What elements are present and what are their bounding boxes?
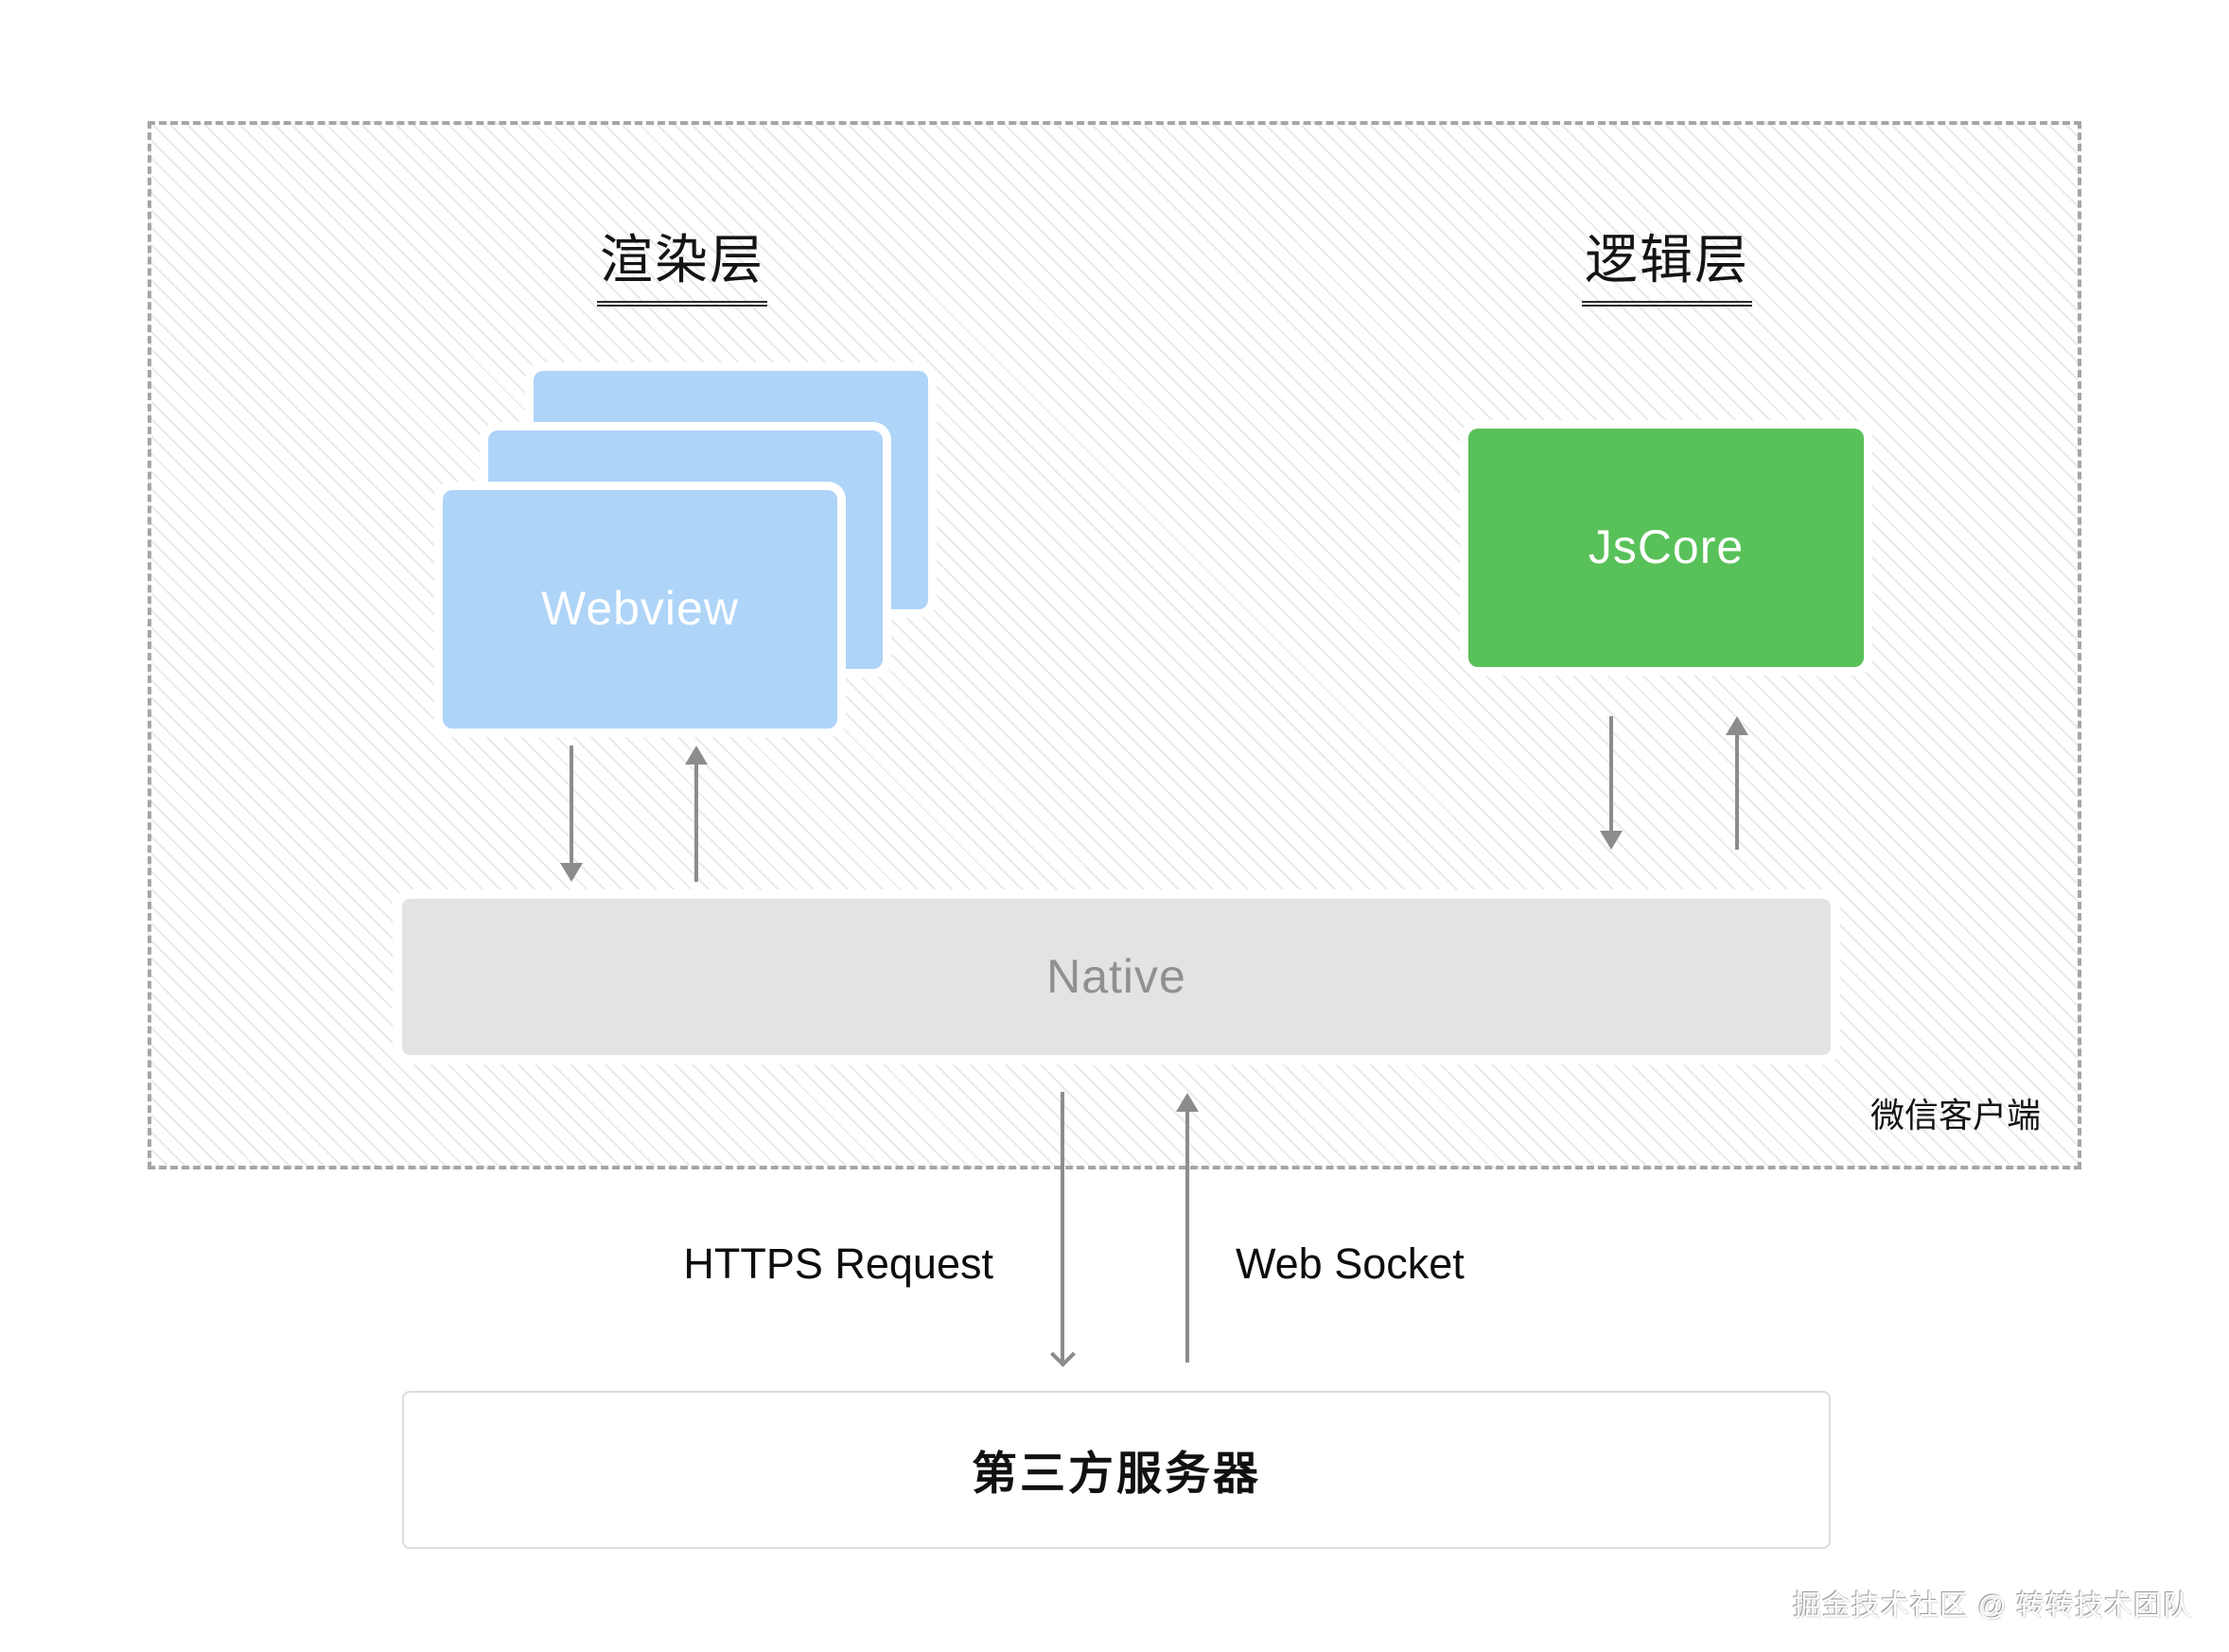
arrow-up-icon — [685, 746, 708, 882]
watermark-text: 掘金技术社区 @ 转转技术团队 — [1792, 1590, 2192, 1622]
arrow-up-icon — [1176, 1093, 1199, 1362]
native-label: Native — [1046, 949, 1186, 1003]
render-layer-title: 渲染层 — [530, 218, 834, 307]
third-party-server-box: 第三方服务器 — [402, 1391, 1831, 1549]
arrow-down-icon — [560, 746, 583, 882]
jscore-card: JsCore — [1468, 429, 1864, 667]
https-request-label: HTTPS Request — [683, 1239, 993, 1288]
logic-layer-title: 逻辑层 — [1515, 218, 1819, 307]
web-socket-label: Web Socket — [1236, 1239, 1465, 1288]
third-party-server-label: 第三方服务器 — [971, 1449, 1261, 1500]
arrow-down-icon — [1600, 716, 1623, 850]
arrow-up-icon — [1726, 716, 1748, 850]
jscore-label: JsCore — [1588, 519, 1745, 573]
arrow-down-icon — [1051, 1092, 1074, 1368]
render-layer-title-text: 渲染层 — [597, 218, 767, 307]
wechat-client-label: 微信客户端 — [1870, 1096, 2042, 1134]
native-bar: Native — [402, 899, 1831, 1055]
logic-layer-title-text: 逻辑层 — [1582, 218, 1752, 307]
webview-card-front: Webview — [443, 490, 837, 729]
webview-label: Webview — [541, 581, 739, 635]
